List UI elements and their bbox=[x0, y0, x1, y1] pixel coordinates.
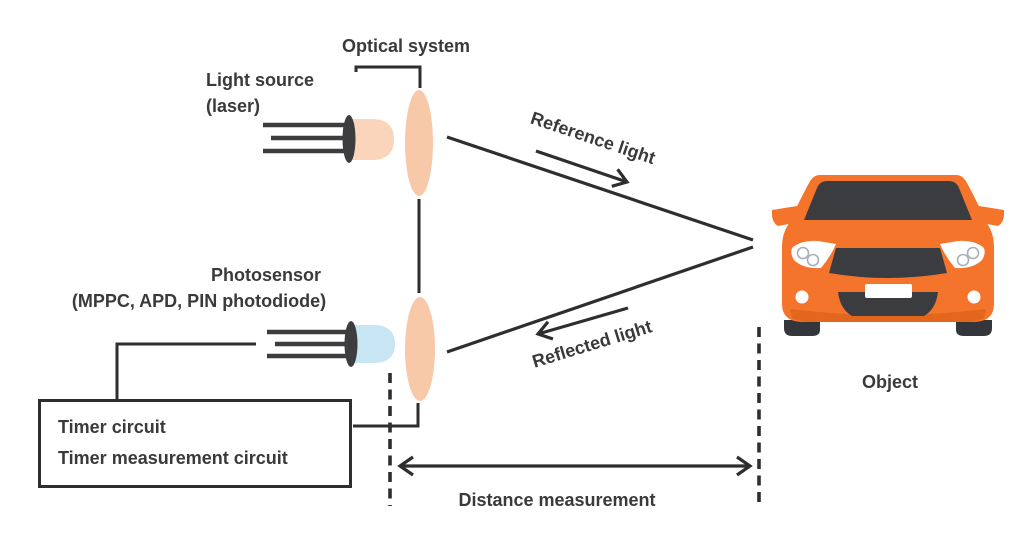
light-source-label-line1: Light source bbox=[206, 70, 315, 90]
laser-flange bbox=[342, 115, 356, 163]
car-wheel-left bbox=[784, 320, 820, 336]
photosensor-sublabel: (MPPC, APD, PIN photodiode) bbox=[71, 291, 327, 311]
object-label: Object bbox=[861, 372, 919, 392]
sensor-dome bbox=[352, 325, 395, 363]
lens-to-timer-wire bbox=[353, 403, 420, 428]
laser-dome bbox=[350, 119, 394, 160]
arrow-left-icon bbox=[535, 306, 629, 341]
timer-measurement-circuit-label: Timer measurement circuit bbox=[58, 448, 288, 468]
reflected-light-line bbox=[446, 245, 754, 354]
distance-measurement-label: Distance measurement bbox=[458, 490, 656, 510]
car-foglight-right bbox=[967, 290, 981, 304]
car-windshield bbox=[804, 181, 972, 220]
optical-system-bracket bbox=[354, 65, 422, 88]
photodiode-icon bbox=[267, 321, 395, 367]
car-headlight-right-lamp2 bbox=[956, 253, 970, 267]
photosensor-label: Photosensor bbox=[210, 265, 322, 285]
car-license-plate bbox=[865, 284, 912, 298]
car-foglight-left bbox=[795, 290, 809, 304]
laser-diode-icon bbox=[263, 115, 394, 163]
emitter-lens-icon bbox=[405, 90, 433, 196]
sensor-to-timer-wire bbox=[115, 342, 256, 401]
car-icon bbox=[771, 175, 1005, 336]
light-source-label: Light source (laser) bbox=[206, 67, 314, 119]
reference-light-line bbox=[446, 135, 754, 242]
car-wheel-right bbox=[956, 320, 992, 336]
car-air-intake bbox=[838, 292, 938, 316]
car-grille bbox=[829, 248, 947, 278]
car-headlight-left-lamp bbox=[796, 246, 810, 260]
timer-circuit-label: Timer circuit bbox=[58, 417, 166, 437]
receiver-lens-icon bbox=[405, 297, 435, 401]
sensor-flange bbox=[344, 321, 358, 367]
arrow-right-icon bbox=[535, 149, 630, 188]
car-headlight-right-lamp bbox=[966, 246, 980, 260]
timer-circuit-box: Timer circuit Timer measurement circuit bbox=[38, 399, 352, 488]
light-source-label-line2: (laser) bbox=[206, 96, 261, 116]
car-headlight-left-lamp2 bbox=[806, 253, 820, 267]
optical-system-label: Optical system bbox=[341, 36, 471, 56]
